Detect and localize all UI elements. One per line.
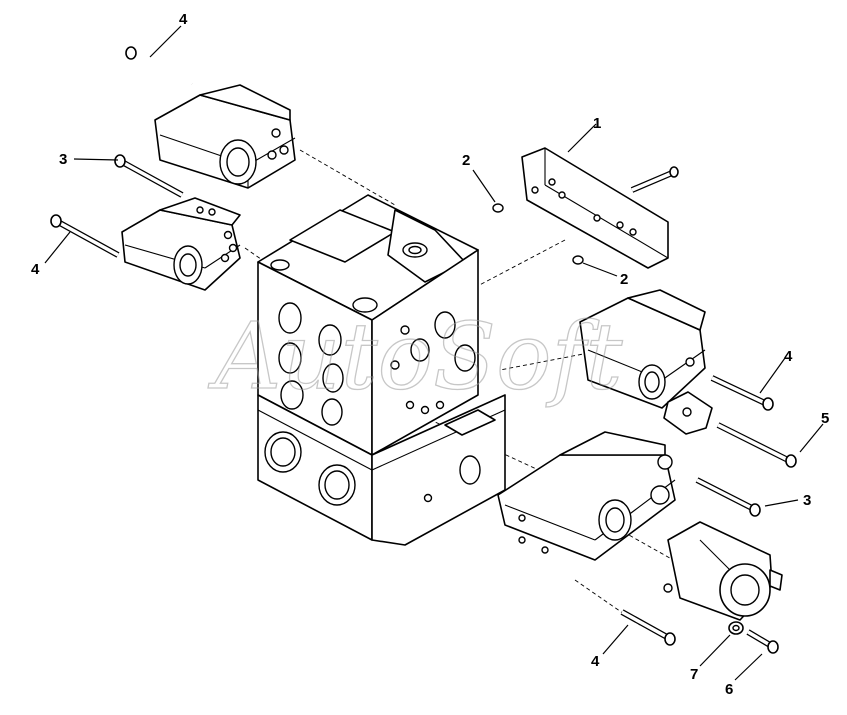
cover-plate — [521, 147, 669, 269]
bolt-3-right — [695, 477, 761, 517]
main-valve-block — [257, 194, 506, 546]
watermark: AutoSoft — [207, 303, 624, 410]
callout-1: 1 — [593, 115, 601, 132]
callouts: 4 3 4 2 1 2 4 5 3 4 7 6 — [31, 11, 829, 698]
bolt-4-top — [125, 46, 193, 86]
bolt-4-bottom — [620, 609, 676, 646]
spool-cover-left — [121, 197, 241, 291]
callout-3-left: 3 — [59, 151, 67, 168]
bolts — [50, 46, 797, 654]
callout-4-right: 4 — [784, 348, 793, 365]
end-cover-upper — [154, 84, 296, 189]
callout-6: 6 — [725, 681, 733, 698]
spool-cover-right-lower — [497, 431, 676, 561]
callout-4-top: 4 — [179, 11, 188, 28]
spool-cover-right-upper — [579, 289, 713, 435]
callout-2-top: 2 — [462, 152, 470, 169]
callout-3-right: 3 — [803, 492, 811, 509]
solenoid-coil — [663, 521, 783, 621]
bolt-5-right — [716, 422, 797, 468]
leader-lines — [44, 25, 824, 681]
bolt-4-left — [50, 214, 120, 258]
washer-7 — [728, 621, 744, 635]
callout-4-left: 4 — [31, 261, 40, 278]
bolt-cover-plate — [630, 166, 679, 193]
o-rings — [492, 203, 584, 265]
callout-7: 7 — [690, 666, 698, 683]
callout-2-right: 2 — [620, 271, 628, 288]
bolt-3-left — [114, 154, 184, 198]
callout-5: 5 — [821, 410, 829, 427]
bolt-4-right — [710, 375, 774, 411]
callout-4-bottom: 4 — [591, 653, 600, 670]
screw-6 — [746, 629, 779, 654]
